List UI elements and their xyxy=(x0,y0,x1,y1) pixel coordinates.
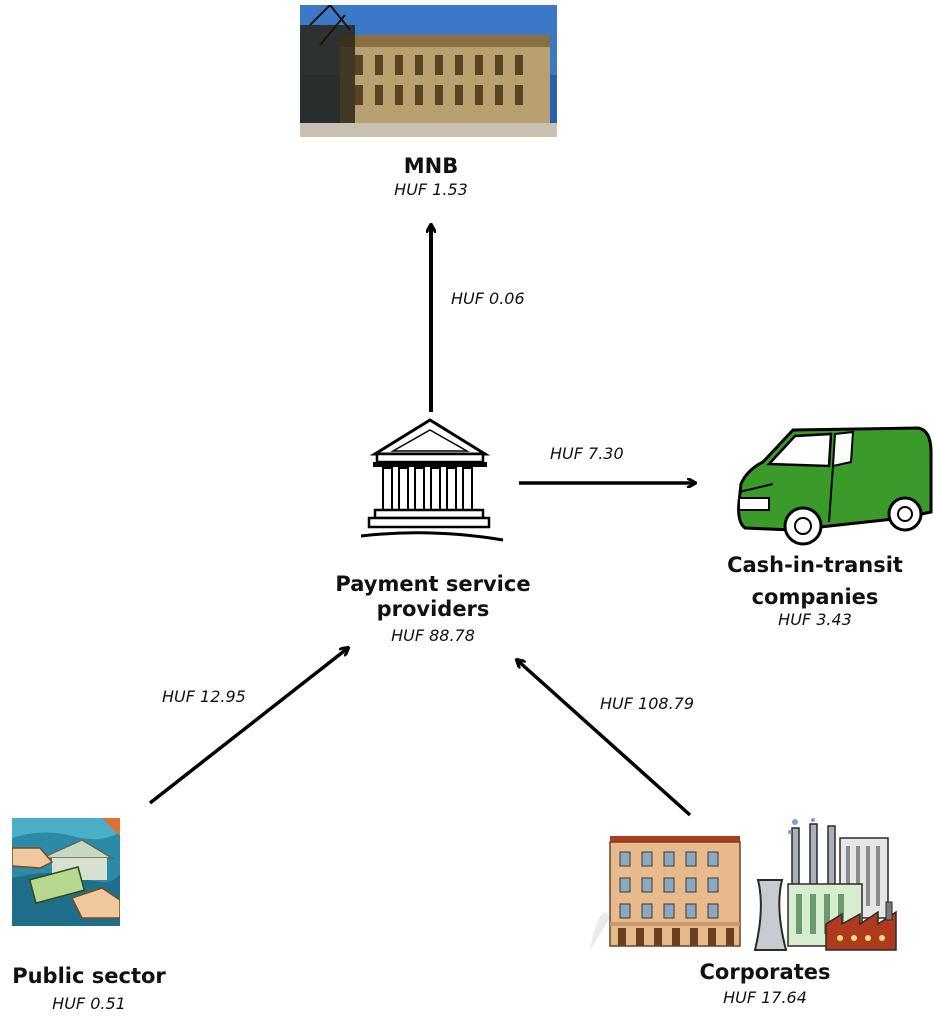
public-sector-clipart-icon xyxy=(11,818,121,926)
public-sector-value: HUF 0.51 xyxy=(52,994,126,1013)
flow-label-public-to-psp: HUF 12.95 xyxy=(162,687,246,706)
cit-label-line2: companies xyxy=(751,585,879,609)
cit-label-line1: Cash-in-transit xyxy=(727,553,903,577)
cit-value: HUF 3.43 xyxy=(778,610,852,629)
psp-label-line2: providers xyxy=(376,597,490,621)
bank-building-icon xyxy=(355,416,505,546)
mnb-value: HUF 1.53 xyxy=(394,180,468,199)
flow-label-psp-to-mnb: HUF 0.06 xyxy=(451,289,525,308)
psp-value: HUF 88.78 xyxy=(391,626,475,645)
public-sector-label: Public sector xyxy=(12,964,166,988)
corporates-value: HUF 17.64 xyxy=(723,988,807,1007)
mnb-building-photo xyxy=(300,3,557,137)
arrow-public-to-psp xyxy=(148,648,348,805)
factory-and-office-icon xyxy=(590,818,908,952)
corporates-label: Corporates xyxy=(699,960,831,984)
psp-label-line1: Payment service xyxy=(335,572,531,596)
green-van-icon xyxy=(733,422,933,548)
arrow-corporates-to-psp xyxy=(517,660,692,817)
flow-label-corporates-to-psp: HUF 108.79 xyxy=(600,694,695,713)
flow-label-psp-to-cit: HUF 7.30 xyxy=(550,444,624,463)
mnb-label: MNB xyxy=(403,154,459,178)
